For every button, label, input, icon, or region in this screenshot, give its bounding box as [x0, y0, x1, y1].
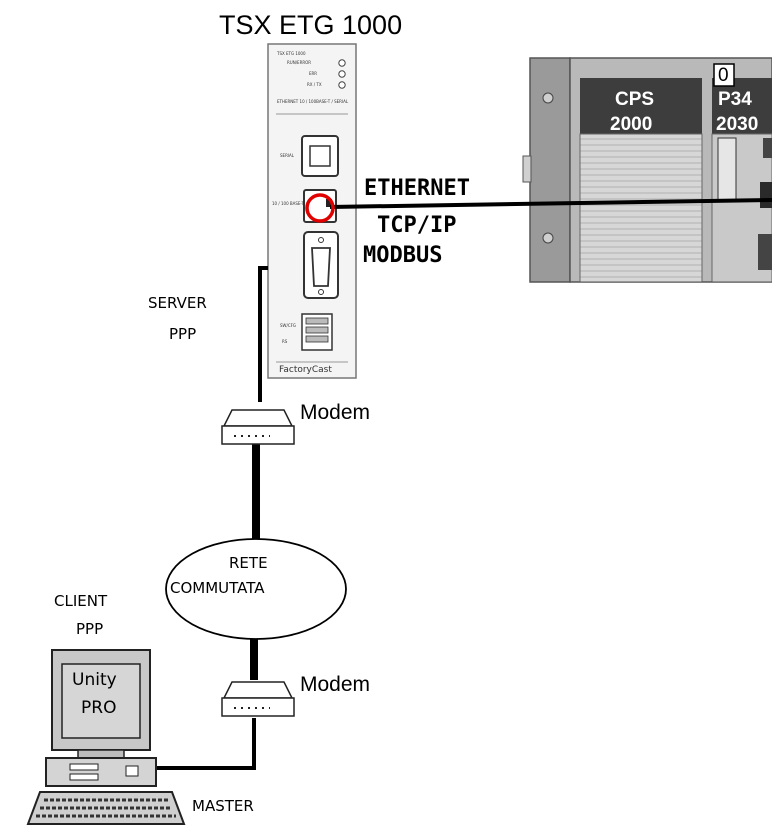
subd-screw-top [318, 237, 324, 243]
cpu-number: 2030 [716, 114, 759, 135]
rack-screw-top [542, 92, 554, 104]
cps-number: 2000 [610, 114, 653, 135]
ethernet-port-highlight-ring [305, 193, 335, 223]
modem-bottom-label: Modem [300, 673, 371, 696]
led-err [338, 70, 346, 78]
network-label-line1: RETE [229, 554, 268, 572]
dip-switch-2 [305, 326, 329, 334]
modem-top-label: Modem [300, 401, 371, 424]
cpu-module-face [712, 78, 772, 134]
pc-drive-2 [69, 773, 99, 781]
led-run [338, 59, 346, 67]
ethernet-cable [329, 198, 772, 209]
subd-screw-bottom [318, 289, 324, 295]
modem-top-front [221, 425, 295, 445]
pc-screen-line2: PRO [81, 698, 117, 718]
modem-bottom-lid [222, 681, 294, 699]
slot-number: 0 [718, 65, 729, 86]
pc-drive-1 [69, 763, 99, 771]
cpu-display [717, 137, 737, 203]
dip-switch-1 [305, 317, 329, 325]
slot-number-box [713, 63, 735, 87]
cps-module-body [579, 133, 703, 283]
tsx-etg-module [267, 43, 357, 379]
cps-module-face [580, 78, 702, 134]
server-label-line2: PPP [169, 325, 197, 343]
plc-rack [522, 57, 772, 283]
panel-label-rs: RS [282, 339, 288, 344]
panel-label-ethernet: ETHERNET 10 / 100BASE-T / SERIAL [277, 99, 349, 104]
cpu-port-upper [763, 138, 772, 158]
client-label-line2: PPP [76, 620, 104, 638]
panel-label-serial: SERIAL [280, 153, 294, 158]
panel-label-model: TSX ETG 1000 [277, 51, 306, 56]
cpu-port-lower [758, 234, 772, 270]
led-rxtx [338, 81, 346, 89]
modem-top-lid [222, 409, 294, 427]
serial-cable-to-modem [258, 266, 268, 402]
pc-workstation-icon [26, 649, 186, 825]
pc-screen-line1: Unity [72, 670, 117, 690]
panel-label-err: ERR [309, 71, 318, 76]
ethernet-label-line3: MODBUS [363, 243, 443, 268]
ethernet-port-contact [326, 199, 332, 207]
rack-clip [522, 155, 532, 183]
monitor-stand [77, 749, 125, 759]
device-title: TSX ETG 1000 [219, 10, 403, 40]
pc-button [125, 765, 139, 777]
rack-left-endplate [529, 57, 571, 283]
ethernet-label-line1: ETHERNET [362, 176, 472, 201]
modem-top-icon [221, 409, 295, 445]
dip-switch-3 [305, 335, 329, 343]
rack-screw-bottom [542, 232, 554, 244]
subd-connector-shell [311, 247, 331, 287]
network-label-line2: COMMUTATA [170, 579, 265, 597]
ethernet-label-line2: TCP/IP [377, 213, 457, 238]
server-label-line1: SERVER [148, 294, 207, 312]
serial-rj45-inner [309, 145, 331, 167]
cpu-label: P34 [718, 89, 752, 110]
panel-label-swcfg: SW/CFG [280, 323, 297, 328]
modem-bottom-front [221, 697, 295, 717]
switched-network-ellipse [165, 538, 347, 640]
panel-label-rxtx: RX / TX [307, 82, 322, 87]
panel-label-base-t: 10 / 100 BASE-T [272, 201, 304, 206]
monitor-screen [61, 663, 141, 739]
cpu-ethernet-port [760, 182, 772, 208]
pc-tower [45, 757, 157, 787]
modem-to-pc-cable [150, 718, 256, 770]
factorycast-brand: FactoryCast [279, 365, 332, 375]
master-label: MASTER [192, 797, 254, 815]
client-label-line1: CLIENT [54, 592, 108, 610]
cps-label: CPS [615, 89, 655, 110]
panel-label-run: RUN/ERROR [287, 60, 312, 65]
modem-bottom-icon [221, 681, 295, 717]
